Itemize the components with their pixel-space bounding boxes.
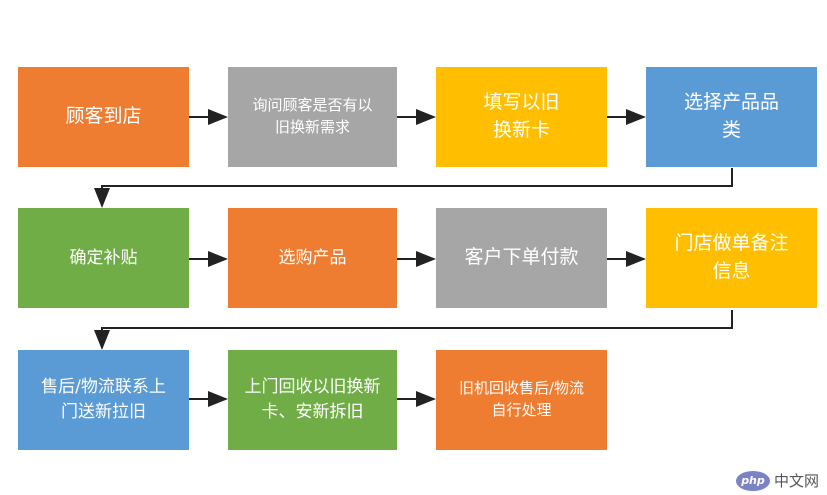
step-label: 门店做单备注信息 — [674, 232, 789, 282]
step-label: 旧机回收售后/物流自行处理 — [458, 379, 585, 419]
step-label: 顾客到店 — [65, 105, 142, 128]
arrow-wrap-1 — [94, 168, 733, 208]
step-label: 上门回收以旧换新卡、安新拆旧 — [244, 377, 381, 422]
step-fill-card: 填写以旧换新卡 — [436, 67, 607, 167]
step-customer-arrives: 顾客到店 — [18, 67, 189, 167]
watermark-text: 中文网 — [773, 472, 819, 490]
step-buy-product: 选购产品 — [228, 208, 397, 308]
step-select-category: 选择产品品类 — [646, 67, 817, 167]
step-label: 售后/物流联系上门送新拉旧 — [41, 377, 166, 422]
step-old-device-handling: 旧机回收售后/物流自行处理 — [436, 350, 607, 450]
arrow-wrap-2 — [94, 310, 733, 350]
step-label: 确定补贴 — [69, 247, 138, 268]
step-ask-tradein: 询问顾客是否有以旧换新需求 — [228, 67, 397, 167]
step-label: 询问顾客是否有以旧换新需求 — [252, 96, 373, 136]
php-logo-icon: php — [735, 470, 770, 491]
step-logistics-contact: 售后/物流联系上门送新拉旧 — [18, 350, 189, 450]
step-confirm-subsidy: 确定补贴 — [18, 208, 189, 308]
step-place-order: 客户下单付款 — [436, 208, 607, 308]
step-label: 填写以旧换新卡 — [483, 91, 560, 141]
step-store-note: 门店做单备注信息 — [646, 208, 817, 308]
watermark: php 中文网 — [735, 470, 819, 491]
step-label: 选购产品 — [278, 247, 347, 268]
step-onsite-recycle: 上门回收以旧换新卡、安新拆旧 — [228, 350, 397, 450]
step-label: 选择产品品类 — [683, 91, 779, 141]
step-label: 客户下单付款 — [464, 246, 579, 269]
